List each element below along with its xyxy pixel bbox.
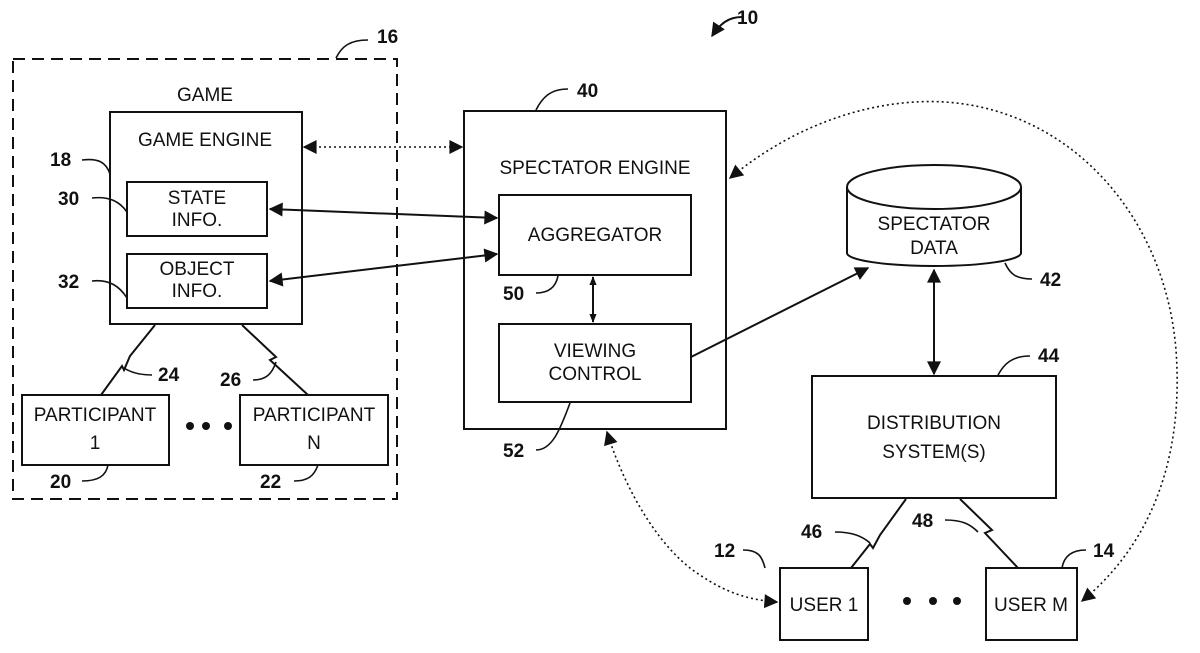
ellipsis-dot [929, 597, 937, 605]
spectator-data-line2: DATA [910, 238, 958, 259]
object-info-line2: INFO. [172, 281, 223, 302]
distribution-line2: SYSTEM(S) [882, 442, 985, 463]
ellipsis-dot [953, 597, 961, 605]
state-info-line2: INFO. [172, 210, 223, 231]
spectator-engine-leader [536, 89, 568, 110]
wireless-link-48: 48 [912, 499, 1018, 568]
ellipsis-dot [903, 597, 911, 605]
spectator-data-ref: 42 [1040, 270, 1061, 291]
link-26-line [242, 325, 308, 395]
participant-1-line2: 1 [90, 433, 101, 454]
game-engine-ref: 18 [50, 150, 71, 171]
participant-n-line1: PARTICIPANT [253, 405, 376, 426]
aggregator-label: AGGREGATOR [528, 225, 662, 246]
user-1[interactable]: USER 1 12 [714, 541, 868, 640]
link-26-ref: 26 [220, 370, 241, 391]
participant-1[interactable]: PARTICIPANT 1 20 [22, 395, 169, 493]
spectator-data-leader [1005, 263, 1032, 279]
wireless-link-24: 24 [101, 325, 180, 395]
participant-n-leader [294, 465, 318, 481]
link-24-line [101, 325, 155, 395]
state-info[interactable]: STATE INFO. 30 [58, 182, 267, 236]
object-aggregator-arrow [270, 254, 497, 281]
link-46-line [851, 499, 906, 568]
distribution-system[interactable]: DISTRIBUTION SYSTEM(S) 44 [812, 346, 1060, 498]
participant-n-line2: N [307, 433, 321, 454]
distribution-ref: 44 [1038, 346, 1060, 367]
users-ellipsis [903, 597, 961, 605]
link-48-ref: 48 [912, 511, 933, 532]
aggregator-ref: 50 [503, 284, 524, 305]
link-46-leader [835, 532, 870, 543]
link-24-ref: 24 [158, 365, 180, 386]
viewing-control[interactable]: VIEWING CONTROL 52 [499, 324, 691, 462]
participant-1-leader [82, 465, 108, 481]
link-26-leader [253, 362, 276, 380]
user-m-label: USER M [994, 595, 1068, 616]
ellipsis-dot [224, 422, 232, 430]
spectator-data-line1: SPECTATOR [878, 214, 991, 235]
viewing-control-ref: 52 [503, 441, 524, 462]
object-info-ref: 32 [58, 272, 79, 293]
distribution-line1: DISTRIBUTION [867, 413, 1001, 434]
participant-n[interactable]: PARTICIPANT N 22 [240, 395, 388, 493]
viewing-control-line1: VIEWING [554, 341, 636, 362]
distribution-leader [998, 356, 1030, 375]
state-info-line1: STATE [168, 188, 226, 209]
participant-1-line1: PARTICIPANT [34, 405, 157, 426]
wireless-link-46: 46 [801, 499, 906, 568]
spectator-data[interactable]: SPECTATOR DATA 42 [847, 165, 1061, 291]
figure-ref-10: 10 [712, 8, 758, 36]
link-48-leader [945, 520, 978, 532]
viewing-control-box[interactable] [499, 324, 691, 402]
participants-ellipsis [186, 422, 232, 430]
state-info-ref: 30 [58, 189, 79, 210]
link-24-leader [124, 368, 152, 375]
wireless-link-26: 26 [220, 325, 308, 395]
game-group-leader [336, 40, 368, 58]
game-engine-leader [82, 160, 110, 174]
game-group-title: GAME [177, 85, 233, 106]
user-m-leader [1062, 550, 1086, 568]
ellipsis-dot [202, 422, 210, 430]
spectator-data-top [847, 165, 1021, 209]
ellipsis-dot [186, 422, 194, 430]
game-group-ref: 16 [377, 27, 398, 48]
participant-n-ref: 22 [260, 472, 281, 493]
link-48-line [960, 499, 1018, 568]
state-aggregator-arrow [270, 209, 497, 218]
object-info[interactable]: OBJECT INFO. 32 [58, 254, 267, 308]
game-engine-label: GAME ENGINE [138, 130, 272, 151]
user-m-ref: 14 [1093, 541, 1115, 562]
spectator-engine-label: SPECTATOR ENGINE [499, 158, 690, 179]
user-1-leader [743, 550, 765, 568]
link-46-ref: 46 [801, 522, 822, 543]
user-1-ref: 12 [714, 541, 735, 562]
distribution-system-box[interactable] [812, 376, 1056, 498]
spectator-user1-dotted-arrow [607, 432, 777, 602]
spectator-engine-ref: 40 [577, 81, 598, 102]
figure-ref-label: 10 [737, 8, 758, 29]
object-info-line1: OBJECT [160, 259, 235, 280]
participant-1-ref: 20 [50, 472, 71, 493]
viewing-control-line2: CONTROL [549, 364, 642, 385]
user-1-label: USER 1 [790, 595, 859, 616]
